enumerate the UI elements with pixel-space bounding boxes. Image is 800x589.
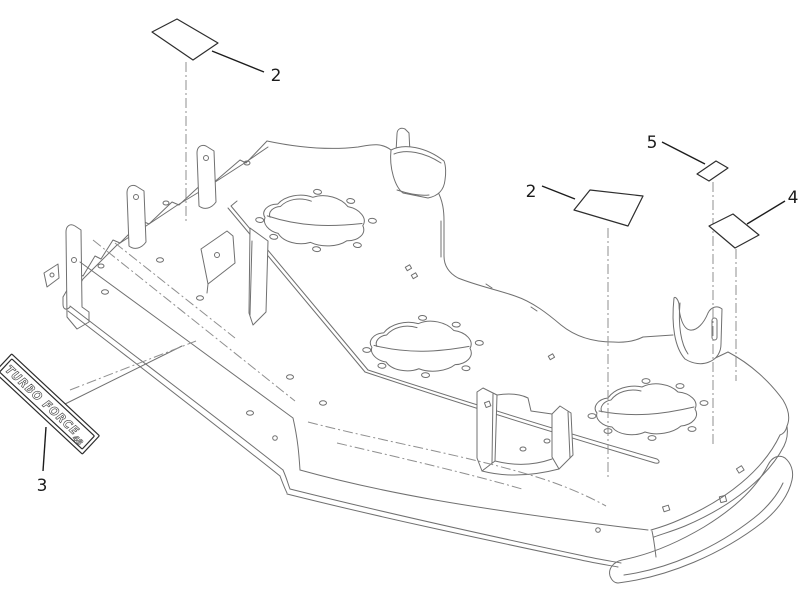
right-band-edge — [653, 445, 785, 538]
u-bracket-right-flange — [551, 405, 574, 470]
front-placement-line — [336, 442, 523, 490]
tab-hole — [203, 155, 209, 161]
placement-centerlines — [69, 62, 737, 507]
skirt-hole — [272, 435, 278, 441]
bracket-hole — [71, 257, 77, 263]
u-bracket-crossbar — [496, 393, 553, 415]
front-skirt-crease — [299, 469, 649, 531]
flange-inner — [491, 393, 494, 464]
top-bracket-inner — [393, 151, 442, 196]
deck-artwork — [43, 127, 794, 584]
callout-2-right: 2 — [526, 182, 537, 202]
deck-mark — [404, 264, 413, 272]
right-face-bottom — [650, 434, 781, 531]
decal-5 — [696, 160, 729, 182]
scoop-slot — [711, 317, 718, 341]
skirt-hole — [595, 527, 601, 533]
deck-mark — [547, 353, 556, 361]
callout-labels: 2 2 3 4 5 — [37, 66, 799, 496]
flange-square-hole — [483, 400, 492, 409]
front-placement-line — [307, 421, 607, 507]
decal-3-inner-border — [0, 358, 95, 450]
deck-hole — [246, 410, 254, 416]
left-skirt-bottom-2 — [67, 310, 281, 477]
left-tip-edge — [62, 296, 71, 310]
plate-crease — [249, 240, 253, 316]
decal-3-turbo-force: TURBO FORCE 48 — [0, 353, 100, 455]
edge-weld-tick — [485, 283, 538, 312]
leader-3 — [42, 426, 47, 472]
callout-5: 5 — [647, 133, 658, 153]
right-edge-join — [783, 425, 788, 447]
band-clip — [662, 504, 671, 513]
leader-5 — [661, 141, 706, 165]
rail-hole — [97, 263, 105, 269]
deck-hole — [101, 289, 109, 295]
decal-2-top-left — [151, 18, 219, 61]
deck-hole — [156, 257, 164, 263]
band-clip — [735, 465, 745, 474]
bumper-outer — [617, 457, 794, 584]
callout-4: 4 — [788, 188, 799, 208]
rail-hole — [162, 200, 170, 206]
spindle-opening-left — [252, 181, 380, 259]
deck-hole — [196, 295, 204, 301]
web-hole — [543, 438, 551, 444]
left-corner-bracket — [65, 224, 90, 330]
leader-2-top-left — [211, 50, 265, 73]
deck-hole — [319, 400, 327, 406]
u-bracket-left-flange — [476, 387, 498, 472]
plate-hole — [214, 252, 220, 258]
u-bracket-web — [481, 458, 560, 476]
left-skirt-fold — [79, 261, 301, 471]
deck-right-end-edge — [708, 351, 790, 436]
top-curved-bracket — [390, 146, 447, 199]
left-skirt-bottom — [69, 305, 284, 471]
decal-3-title: TURBO FORCE — [2, 362, 82, 438]
deck-placement-line — [114, 242, 236, 339]
tab-hole — [133, 194, 139, 200]
rear-rail-outer — [62, 140, 268, 298]
plate-foot — [206, 283, 209, 294]
right-corner-fold — [651, 530, 657, 558]
bumper-end-cap — [609, 559, 623, 584]
rear-rail-inner — [68, 146, 269, 303]
deck-mark — [410, 272, 419, 280]
rail-hanger-tab-right — [196, 144, 217, 209]
callout-3: 3 — [37, 476, 48, 496]
deck-hole — [286, 374, 294, 380]
flange-inner — [567, 411, 571, 459]
tab-hole — [49, 272, 55, 278]
deck-placement-line — [92, 239, 296, 402]
rail-hanger-tab-left — [126, 184, 147, 249]
rail-hole — [243, 160, 251, 166]
face-square-hole — [718, 494, 728, 504]
deck-top-edge-left — [266, 140, 392, 151]
baffle-shallow-arm — [364, 369, 660, 464]
bumper-mid-line — [623, 482, 784, 576]
front-skirt-bottom — [289, 488, 622, 564]
decal-2-right — [573, 189, 644, 227]
scoop-inner-line — [678, 302, 689, 355]
callout-2-top-left: 2 — [271, 66, 282, 86]
decal-4 — [708, 213, 760, 249]
leader-2-right — [541, 185, 576, 200]
decals: TURBO FORCE 48 — [0, 18, 760, 455]
leader-4 — [746, 200, 786, 225]
deck-top-edge-middle — [436, 189, 674, 343]
spindle-opening-middle — [360, 311, 486, 381]
front-skirt-bottom-2 — [286, 493, 619, 568]
leader-lines — [42, 50, 786, 472]
bumper-inner — [621, 455, 786, 561]
web-hole — [519, 446, 527, 452]
centerline-decal3 — [69, 340, 197, 391]
skirt-corner — [279, 469, 291, 494]
decal3-projection-line — [56, 345, 183, 409]
baffle-plate-right — [248, 227, 269, 326]
left-small-tab — [43, 263, 60, 288]
spindle-opening-right — [587, 378, 709, 441]
